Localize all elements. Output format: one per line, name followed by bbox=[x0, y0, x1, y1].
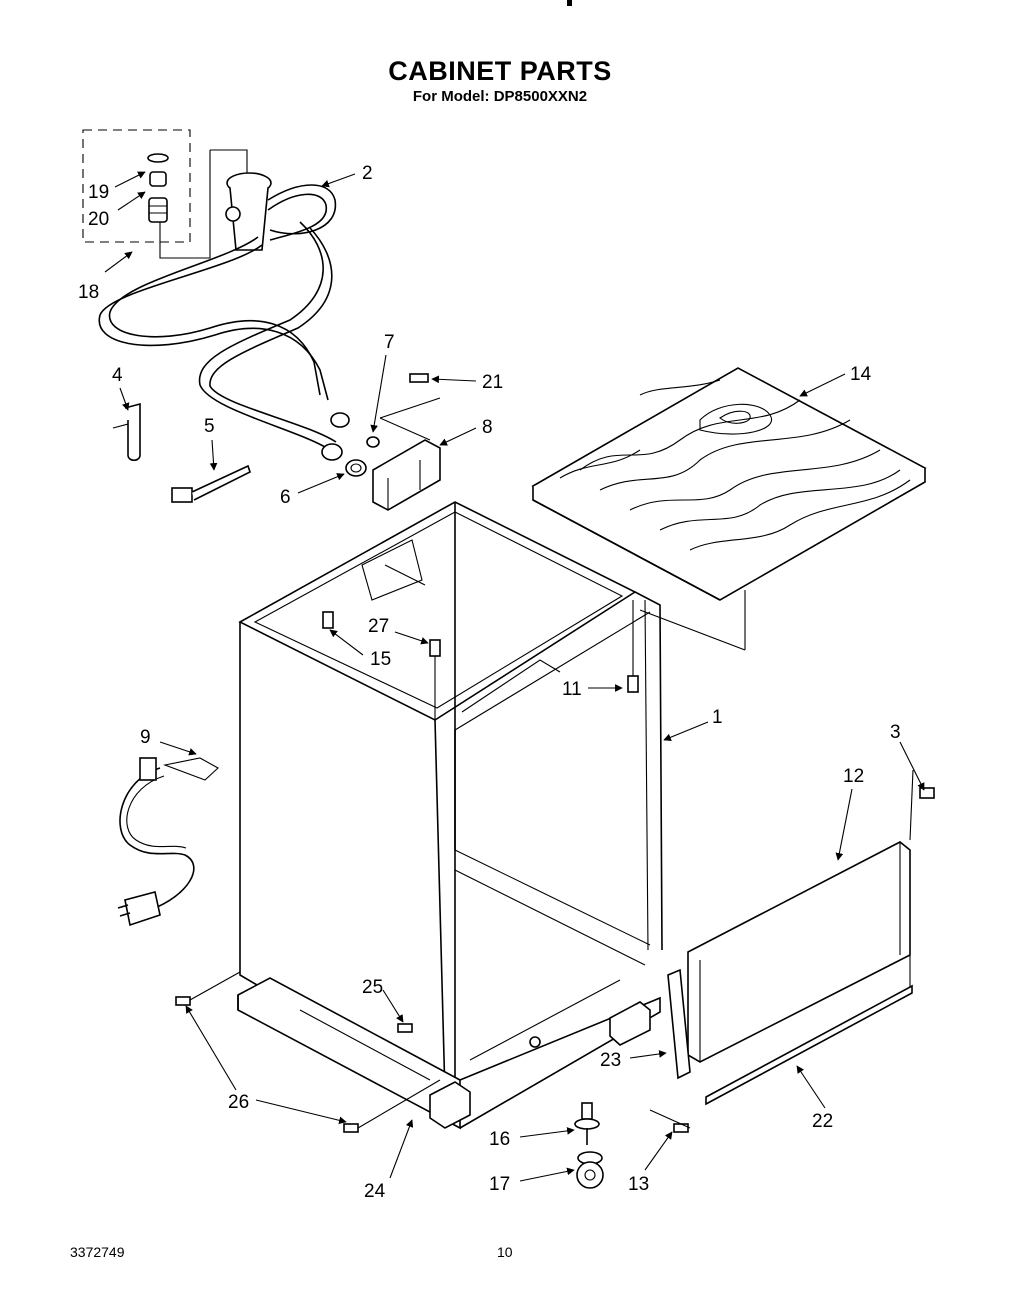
callout-12: 12 bbox=[843, 766, 864, 787]
page-title: CABINET PARTS bbox=[388, 56, 612, 86]
callout-5: 5 bbox=[204, 416, 215, 437]
callout-25: 25 bbox=[362, 977, 383, 998]
screw-25 bbox=[397, 1023, 413, 1033]
callout-labels: 19 20 18 2 4 5 6 7 8 21 14 15 27 11 1 3 … bbox=[78, 163, 901, 1202]
screw-11 bbox=[627, 675, 639, 693]
part-16-leveler bbox=[574, 1102, 600, 1145]
part-22-strip bbox=[705, 984, 913, 1106]
part-21-screw bbox=[409, 373, 429, 383]
callout-8: 8 bbox=[482, 417, 493, 438]
callout-9: 9 bbox=[140, 727, 151, 748]
part-14-wood-top bbox=[531, 367, 927, 651]
callout-21: 21 bbox=[482, 372, 503, 393]
screws bbox=[175, 600, 935, 1133]
part-8-bracket bbox=[372, 397, 441, 511]
document-number: 3372749 bbox=[70, 1244, 125, 1260]
callout-13: 13 bbox=[628, 1174, 649, 1195]
model-subtitle: For Model: DP8500XXN2 bbox=[412, 88, 588, 105]
screw-26a bbox=[175, 996, 191, 1006]
callout-26: 26 bbox=[228, 1092, 249, 1113]
callout-3: 3 bbox=[890, 722, 901, 743]
part-9-power-cord bbox=[117, 757, 219, 927]
callout-17: 17 bbox=[489, 1174, 510, 1195]
callout-15: 15 bbox=[370, 649, 391, 670]
callout-14: 14 bbox=[850, 364, 872, 385]
part-6-nut bbox=[345, 459, 367, 477]
leader-lines bbox=[104, 171, 925, 1182]
screw-27 bbox=[429, 639, 441, 657]
part-12-kick-panel bbox=[687, 841, 911, 1063]
callout-22: 22 bbox=[812, 1111, 833, 1132]
callout-24: 24 bbox=[364, 1181, 386, 1202]
part-7-washer bbox=[366, 436, 380, 448]
part-17-caster bbox=[576, 1151, 604, 1189]
callout-19: 19 bbox=[88, 182, 109, 203]
callout-16: 16 bbox=[489, 1129, 510, 1150]
callout-6: 6 bbox=[280, 487, 291, 508]
part-2-fill-valve-hose bbox=[98, 149, 350, 461]
top-mark bbox=[567, 0, 572, 6]
callout-18: 18 bbox=[78, 282, 99, 303]
callout-20: 20 bbox=[88, 209, 109, 230]
callout-7: 7 bbox=[384, 332, 395, 353]
callout-11: 11 bbox=[562, 679, 582, 700]
callout-1: 1 bbox=[712, 707, 723, 728]
screw-13 bbox=[673, 1123, 689, 1133]
callout-4: 4 bbox=[112, 365, 123, 386]
callout-23: 23 bbox=[600, 1050, 621, 1071]
part-18-kit-box bbox=[82, 129, 191, 243]
part-24-base bbox=[237, 977, 661, 1130]
callout-27: 27 bbox=[368, 616, 389, 637]
callout-2: 2 bbox=[362, 163, 373, 184]
part-23-seal bbox=[667, 968, 691, 1080]
part-4-clip bbox=[112, 402, 141, 462]
screw-26b bbox=[343, 1123, 359, 1133]
screw-15 bbox=[322, 611, 334, 629]
page-number: 10 bbox=[497, 1244, 513, 1260]
screw-3 bbox=[919, 787, 935, 799]
part-5-cable-tie bbox=[171, 464, 251, 503]
